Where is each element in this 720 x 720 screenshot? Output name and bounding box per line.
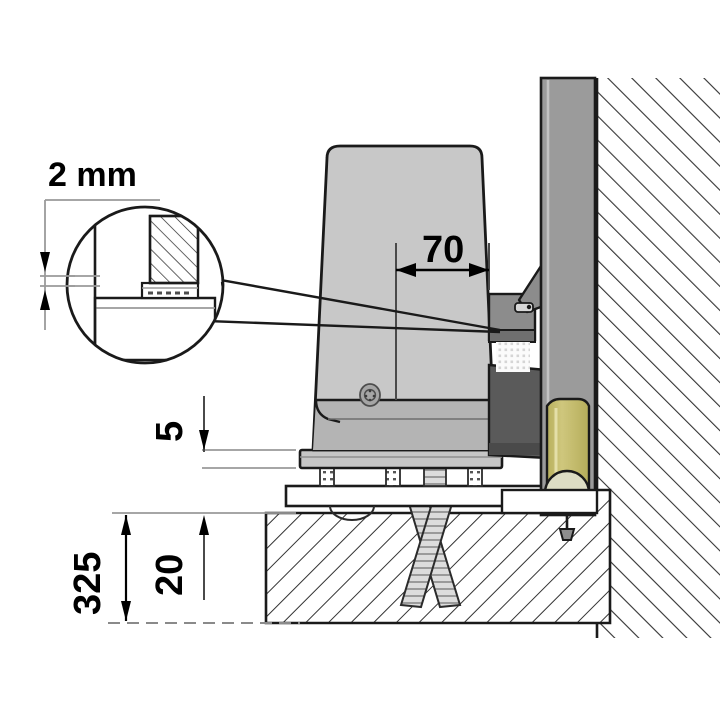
dimension-5: 5 <box>149 396 296 469</box>
post-sill <box>500 488 599 515</box>
screw-head-icon <box>359 383 381 407</box>
dimension-label-70: 70 <box>422 229 464 271</box>
bracket-arm-assembly <box>487 264 555 372</box>
dimension-325: 325 <box>67 515 131 621</box>
operator-housing <box>311 144 497 452</box>
dimension-70: 70 <box>395 229 490 290</box>
mounting-plate-assembly <box>284 448 556 521</box>
control-box <box>487 363 549 460</box>
detail-circle-view <box>65 205 501 365</box>
wall-section <box>595 78 720 638</box>
dimension-20: 20 <box>112 512 296 600</box>
dimension-label-325: 325 <box>67 552 109 615</box>
detail-circle-contents <box>67 207 223 363</box>
dimension-label-5: 5 <box>149 421 191 442</box>
dimension-label-20: 20 <box>149 554 191 596</box>
dimension-2mm: 2 mm <box>40 156 160 330</box>
dimension-label-2mm: 2 mm <box>48 156 137 194</box>
